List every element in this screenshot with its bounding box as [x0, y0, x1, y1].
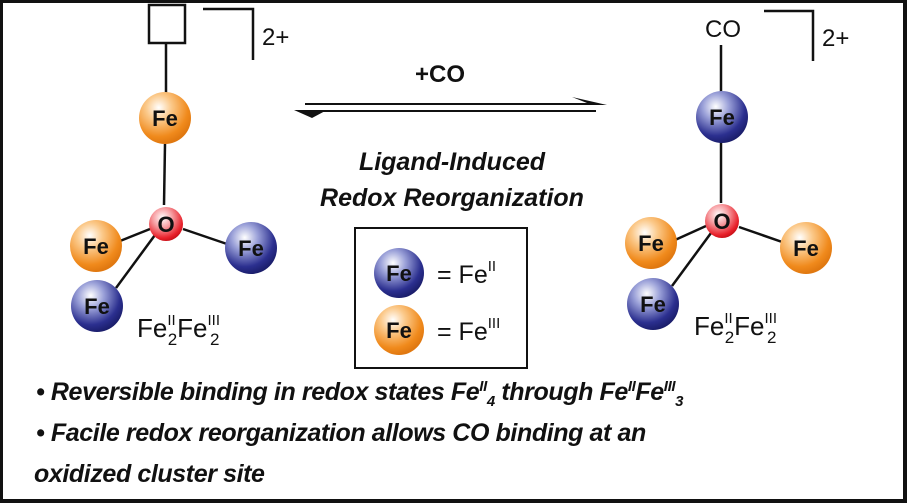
svg-text:Fe: Fe [793, 236, 819, 261]
bond-o-fe-bottom [114, 234, 157, 289]
o-atom-center: O [149, 207, 183, 241]
svg-text:Fe: Fe [84, 294, 110, 319]
legend-item-fe3: Fe = FeIII [374, 305, 500, 355]
charge-label: 2+ [262, 24, 289, 51]
bond-o-fe-right [182, 227, 228, 246]
bullet-marker: • [36, 378, 45, 406]
bullet-item-2-continuation: oxidized cluster site [34, 454, 896, 495]
fe-atom-apical-right: Fe [696, 91, 748, 143]
fe-atom-bottom-right: Fe [627, 278, 679, 330]
fe-atom-left: Fe [70, 220, 122, 272]
bond-o-fe-left [119, 227, 151, 243]
bullet-2-text: Facile redox reorganization allows CO bi… [50, 419, 646, 447]
fe-atom-right-right: Fe [780, 222, 832, 274]
svg-text:Fe: Fe [386, 261, 412, 286]
svg-text:Fe: Fe [386, 318, 412, 343]
bullet-marker: • [36, 419, 45, 447]
svg-text:Fe: Fe [83, 234, 109, 259]
charge-label-right: 2+ [822, 25, 849, 52]
bullet-item-1: • Reversible binding in redox states FeI… [36, 372, 896, 413]
bond-o-fe-left-r [674, 224, 707, 242]
o-atom-center-right: O [705, 204, 739, 238]
caption-line-2: Redox Reorganization [320, 184, 584, 212]
fe-atom-apical: Fe [139, 92, 191, 144]
bullet-1-sup-b: II [627, 378, 636, 395]
svg-text:= FeII: = FeII [437, 258, 496, 289]
co-ligand-label: CO [705, 16, 741, 43]
svg-text:Fe: Fe [709, 105, 735, 130]
svg-text:Fe: Fe [640, 292, 666, 317]
charge-bracket-right [764, 9, 815, 61]
bullet-1-text-c: Fe [635, 378, 664, 406]
bond-o-fe-right-r [738, 225, 786, 245]
vacant-site-square [147, 3, 187, 45]
bond-fe-o [162, 143, 167, 206]
bullet-2-text-cont: oxidized cluster site [34, 460, 265, 488]
bullet-list: • Reversible binding in redox states FeI… [34, 372, 896, 495]
caption-line-1: Ligand-Induced [359, 148, 546, 176]
bullet-1-text-a: Reversible binding in redox states Fe [50, 378, 480, 406]
forward-arrowhead [572, 97, 607, 105]
bullet-item-2: • Facile redox reorganization allows CO … [36, 413, 896, 454]
bullet-1-text-b: through Fe [494, 378, 628, 406]
left-complex: 2+ Fe O Fe Fe Fe [70, 3, 289, 349]
charge-bracket [203, 7, 255, 60]
bullet-1-sup-c: III [663, 378, 676, 395]
fe-atom-right: Fe [225, 222, 277, 274]
fe-atom-left-right: Fe [625, 217, 677, 269]
reagent-label: +CO [415, 61, 465, 88]
svg-text:Fe: Fe [152, 106, 178, 131]
svg-text:O: O [713, 209, 730, 234]
equilibrium-arrow: +CO [294, 61, 607, 118]
svg-text:= FeIII: = FeIII [437, 315, 500, 346]
svg-text:Fe: Fe [638, 231, 664, 256]
bullet-1-sub-a: 4 [486, 393, 495, 410]
bullet-1-sup-a: II [479, 378, 487, 395]
legend-box: Fe = FeII Fe = FeIII [354, 227, 528, 369]
legend-item-fe2: Fe = FeII [374, 248, 496, 298]
bullet-1-sub-c: 3 [675, 393, 684, 410]
bond-o-fe-bottom-r [670, 232, 713, 287]
fe-atom-bottom: Fe [71, 280, 123, 332]
reverse-arrowhead [294, 110, 327, 118]
right-complex: CO 2+ Fe O Fe Fe [625, 9, 849, 347]
svg-text:Fe: Fe [238, 236, 264, 261]
svg-text:O: O [157, 212, 174, 237]
